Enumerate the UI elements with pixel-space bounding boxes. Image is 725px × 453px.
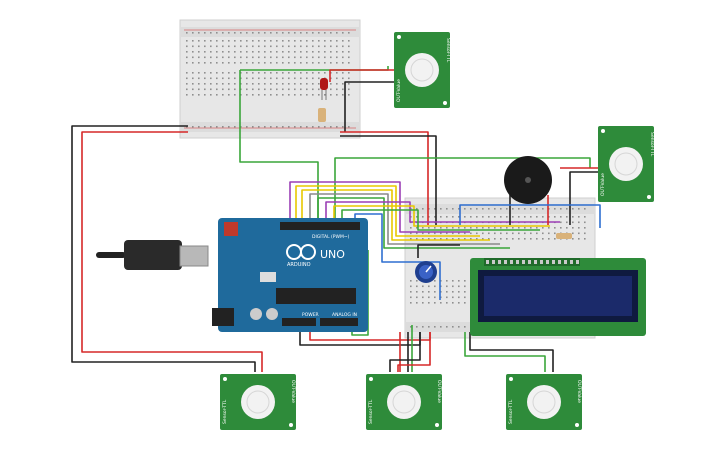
- reset-button: [224, 222, 238, 236]
- red-led: [320, 78, 328, 100]
- pir-label-ttl: Sensor-TTL: [222, 399, 228, 424]
- arduino-brand: UNO: [320, 248, 345, 261]
- resistor-right: [556, 233, 572, 239]
- pir-label-out: OUT-Value: [576, 380, 582, 403]
- arduino-uno: UNO ARDUINO DIGITAL (PWM~) POWER ANALOG …: [96, 218, 368, 332]
- piezo-buzzer: [504, 156, 552, 204]
- pir-label-ttl: Sensor-TTL: [649, 132, 655, 157]
- breadboard-top: [179, 19, 361, 139]
- resistor-top: [318, 108, 326, 122]
- wire-red-left: [81, 131, 263, 372]
- pir-dome: [241, 385, 275, 419]
- pir-label-out: OUT-Value: [436, 380, 442, 403]
- pir-dome: [609, 147, 643, 181]
- power-label: POWER: [302, 312, 319, 318]
- pir-label-ttl: Sensor-TTL: [508, 399, 514, 424]
- pir-label-out: OUT-Value: [290, 380, 296, 403]
- pir-sensor: OUT-Value Sensor-TTL: [394, 32, 451, 108]
- digital-label: DIGITAL (PWM~): [312, 234, 350, 240]
- arduino-sub: ARDUINO: [287, 262, 311, 268]
- pir-dome: [527, 385, 561, 419]
- pir-label-out: OUT-Value: [600, 173, 606, 196]
- usb-cable: [96, 252, 126, 258]
- pir-label-ttl: Sensor-TTL: [445, 38, 451, 63]
- pir-dome: [387, 385, 421, 419]
- pir-label-ttl: Sensor-TTL: [368, 399, 374, 424]
- lcd-display: [470, 258, 646, 336]
- pir-dome: [405, 53, 439, 87]
- pir-label-out: OUT-Value: [396, 79, 402, 102]
- potentiometer: [415, 261, 437, 283]
- infinity-logo: [286, 244, 316, 260]
- pir-sensor: OUT-Value Sensor-TTL: [598, 126, 655, 202]
- wire-black-left: [71, 125, 256, 372]
- analog-label: ANALOG IN: [332, 312, 357, 318]
